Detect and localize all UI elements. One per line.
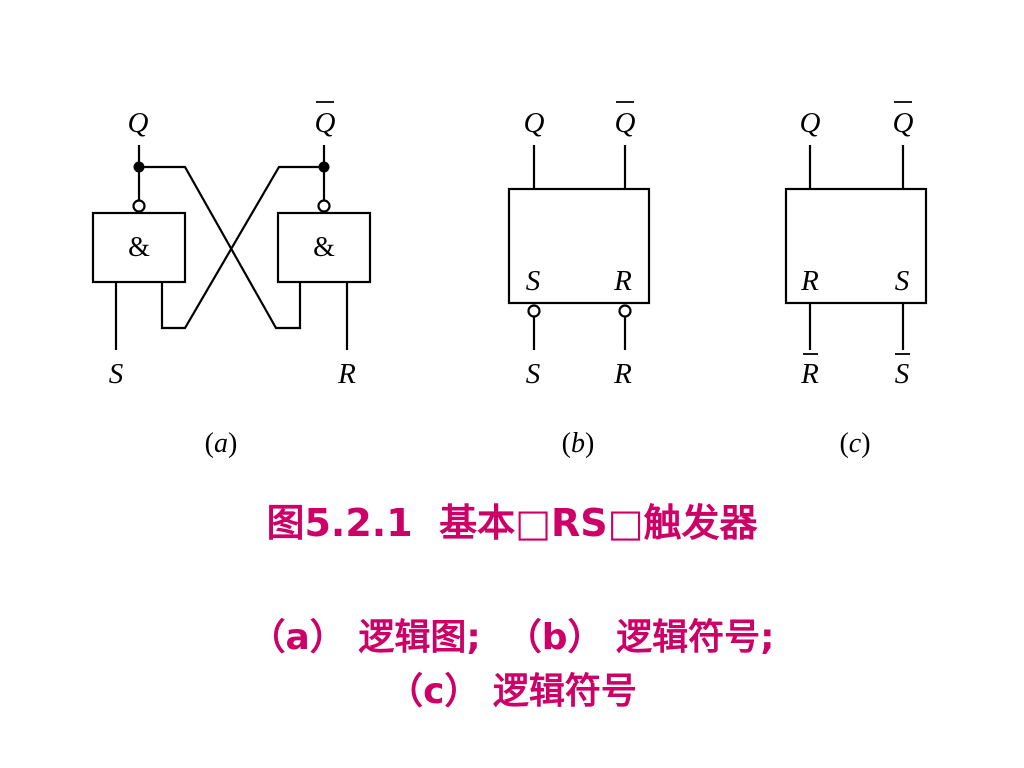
figure-subcaption-line-2: （c） 逻辑符号 [387,671,637,712]
symbol-c-box [784,187,928,305]
feedback-wire-q-to-right-gate [139,165,302,330]
nand-gate-left [91,211,187,284]
symbol-b-box [507,187,651,305]
symbol-b-label-q-bar: Q [615,107,636,139]
symbol-b-input-r-bubble [618,304,632,318]
feedback-wire-qbar-to-left-gate [160,165,324,330]
gate-right-symbol: & [313,232,335,263]
symbol-c-label-s-bar: S [895,358,910,390]
symbol-b-inner-s: S [526,265,541,297]
figure-subcaption-line-1: （a） 逻辑图; （b） 逻辑符号; [249,617,775,658]
panel-c-caption: (c) [839,428,870,459]
panel-c-logic-symbol: Q Q R S R S (c) [784,101,928,459]
symbol-c-inner-r: R [800,265,819,297]
symbol-c-label-q-bar: Q [893,107,914,139]
label-s: S [109,358,124,390]
panel-b-caption: (b) [562,428,595,459]
symbol-b-label-s: S [526,358,541,390]
figure-title: 图5.2.1 基本□RS□触发器 [266,501,758,545]
label-q: Q [128,107,149,139]
symbol-c-inner-s: S [895,265,910,297]
symbol-c-label-q: Q [800,107,821,139]
gate-left-symbol: & [128,232,150,263]
panel-a-logic-diagram: & & Q Q S R (a) [91,101,372,459]
panel-b-logic-symbol: Q Q S R S R (b) [507,101,651,459]
symbol-b-label-q: Q [524,107,545,139]
panel-a-caption: (a) [205,428,238,459]
label-r: R [337,358,356,390]
symbol-b-inner-r: R [613,265,632,297]
symbol-c-label-r-bar: R [800,358,819,390]
gate-left-inversion-bubble [132,199,146,213]
nand-gate-right [276,211,372,284]
gate-right-inversion-bubble [317,199,331,213]
label-q-bar: Q [315,107,336,139]
symbol-b-input-s-bubble [527,304,541,318]
symbol-b-label-r: R [613,358,632,390]
